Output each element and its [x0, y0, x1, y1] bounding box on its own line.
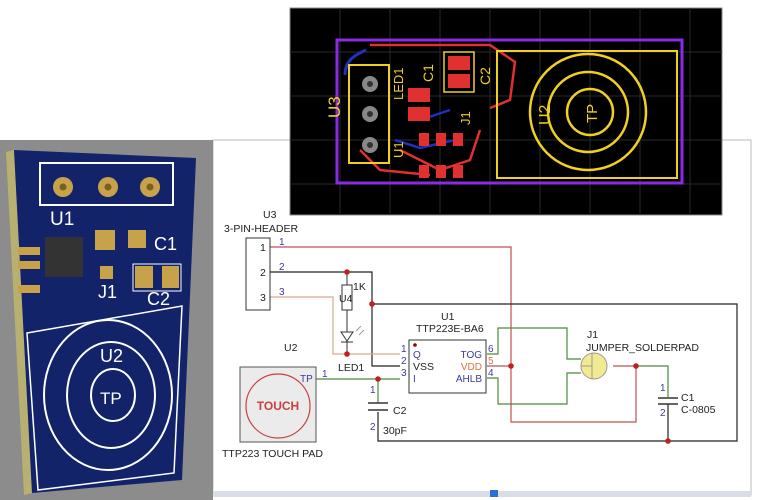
u1-silk: U1	[391, 141, 406, 158]
j1-value: JUMPER_SOLDERPAD	[586, 342, 699, 354]
pin-num: 2	[279, 262, 285, 273]
u3-ref: U3	[263, 209, 277, 221]
pin-name: TP	[300, 374, 313, 385]
j1-ref: J1	[587, 329, 598, 341]
pin-name: TOG	[461, 350, 483, 361]
wire-gnd	[270, 271, 400, 367]
c1-silk: C1	[154, 234, 177, 254]
pin-name: Q	[413, 350, 421, 361]
pin-num: 3	[260, 292, 266, 304]
u1-silk: U1	[50, 209, 74, 230]
u4-value: 1K	[353, 281, 366, 293]
c2-capacitor[interactable]: 1 2 C2 30pF	[368, 385, 407, 437]
u4-resistor[interactable]: 1K U4	[339, 281, 366, 311]
c2-value: 30pF	[383, 425, 407, 437]
pin-num: 1	[370, 385, 376, 396]
junctions	[344, 269, 671, 444]
u3-value: 3-PIN-HEADER	[224, 223, 299, 235]
u4-ref: U4	[339, 293, 353, 305]
pin-num: 1	[279, 237, 285, 248]
pin-num: 3	[279, 287, 285, 298]
u3-silk: U3	[325, 96, 344, 118]
tp-silk: TP	[100, 389, 122, 408]
led1[interactable]: LED1	[338, 325, 365, 374]
light-emission-icon	[355, 325, 365, 336]
u3-header[interactable]: U3 3-PIN-HEADER 1 2 3 1 2 3	[224, 209, 299, 311]
wire-out	[270, 296, 400, 355]
pin-name: VSS	[413, 361, 434, 373]
j1-silk: J1	[98, 282, 117, 302]
junction	[508, 363, 514, 369]
u2-silk: U2	[537, 104, 554, 125]
junction	[375, 376, 381, 382]
c2-silk: C2	[477, 67, 493, 85]
pin-num: 3	[401, 368, 407, 379]
horizontal-scrollbar[interactable]	[213, 491, 751, 497]
pin-num: 2	[370, 422, 376, 433]
wire-gnd-loop	[372, 303, 738, 442]
pin-num: 1	[401, 344, 407, 355]
led1-silk: LED1	[391, 67, 406, 100]
c2-silk: C2	[147, 289, 170, 309]
u2-touch-pad[interactable]: U2 TOUCH TP 1 TTP223 TOUCH PAD	[222, 342, 328, 460]
junction	[344, 351, 350, 357]
tp-silk: TP	[584, 104, 601, 123]
pin-name: I	[413, 374, 416, 385]
wire-vdd	[270, 246, 637, 423]
junction	[369, 301, 375, 307]
wire-tog	[487, 327, 581, 360]
wire-c1	[636, 365, 669, 397]
u2-silk: U2	[100, 346, 123, 366]
pin-num: 2	[260, 267, 266, 279]
pin-num: 1	[322, 369, 328, 380]
led1-ref: LED1	[338, 362, 364, 374]
pin-num: 2	[401, 356, 407, 367]
wire-ahlb	[487, 372, 581, 405]
c2-ref: C2	[393, 405, 407, 417]
pin-num: 4	[488, 368, 494, 379]
c1-value: C-0805	[681, 404, 716, 416]
junction	[665, 438, 671, 444]
board-3d-render: U1 C1 J1 C2 U2 TP	[0, 140, 213, 500]
pin-num: 1	[260, 242, 266, 254]
junction	[633, 363, 639, 369]
pin-name: AHLB	[456, 374, 482, 385]
c1-capacitor[interactable]: 1 2 C1 C-0805	[658, 383, 716, 419]
c1-ref: C1	[681, 392, 695, 404]
pcb-layout-view: U3 C1 C2 LED1 J1 U1 U2 TP	[289, 7, 723, 216]
u1-value: TTP223E-BA6	[416, 323, 484, 335]
u2-value: TTP223 TOUCH PAD	[222, 448, 323, 460]
u1-ic[interactable]: U1 TTP223E-BA6 1 2 3 Q VSS I TOG VDD AHL…	[401, 311, 494, 394]
pin-num: 2	[660, 408, 666, 419]
scrollbar-thumb[interactable]	[490, 490, 498, 497]
board-outline	[335, 38, 684, 185]
u2-ref: U2	[284, 342, 298, 354]
junction	[344, 269, 350, 275]
pin-num: 1	[660, 383, 666, 394]
c1-silk: C1	[420, 64, 436, 82]
u1-ref: U1	[441, 311, 455, 323]
j1-jumper[interactable]: J1 JUMPER_SOLDERPAD	[580, 329, 699, 380]
j1-silk: J1	[458, 111, 473, 125]
touch-text: TOUCH	[257, 399, 299, 413]
pin-num: 5	[488, 356, 494, 367]
pin-num: 6	[488, 344, 494, 355]
pin-name: VDD	[461, 362, 482, 373]
